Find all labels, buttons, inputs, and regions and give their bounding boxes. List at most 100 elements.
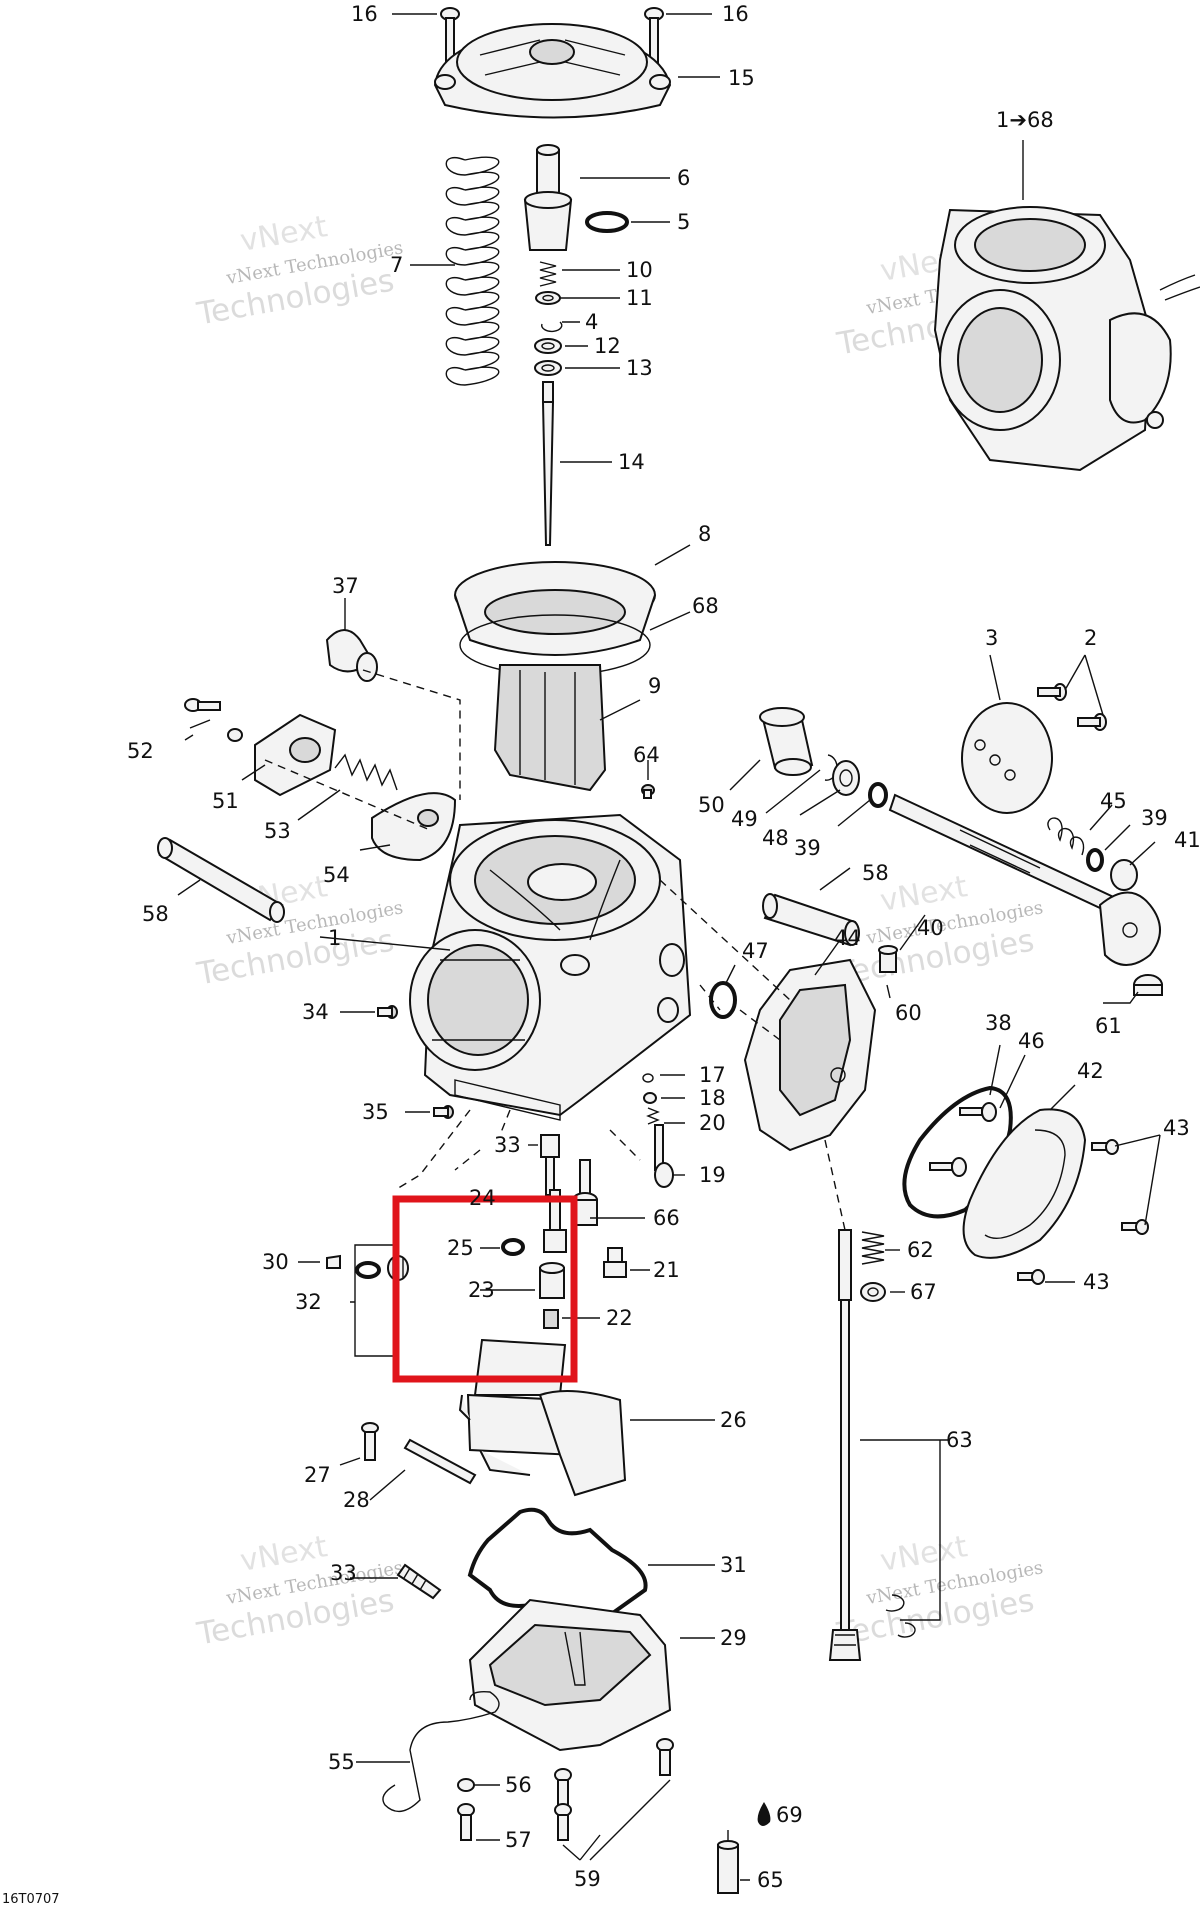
part-washer-13 (534, 360, 562, 376)
callout-labels: 16 16 15 6 5 7 10 11 4 12 13 14 1➔68 8 6… (127, 2, 1200, 1892)
callout-16-right: 16 (722, 2, 749, 26)
part-holder-23 (539, 1262, 565, 1299)
callout-15: 15 (728, 66, 755, 90)
watermark-bottom-left: vNext vNext Technologies Technologies (193, 1529, 404, 1652)
callout-29: 29 (720, 1626, 747, 1650)
part-pin-28 (403, 1438, 477, 1485)
callout-8: 8 (698, 522, 711, 546)
callout-43-top: 43 (1163, 1116, 1190, 1140)
callout-47: 47 (742, 939, 769, 963)
callout-27: 27 (304, 1463, 331, 1487)
part-washer-56 (457, 1778, 475, 1792)
part-emulsion-tube-24 (543, 1189, 567, 1253)
callout-32: 32 (295, 1290, 322, 1314)
callout-43-bottom: 43 (1083, 1270, 1110, 1294)
part-plate-3 (961, 702, 1053, 814)
part-screws-46 (929, 1102, 997, 1177)
part-cap-15 (433, 23, 672, 119)
callout-67: 67 (910, 1280, 937, 1304)
callout-49: 49 (731, 807, 758, 831)
part-spring-53 (334, 753, 398, 791)
part-pilot-screw-assembly (642, 1073, 674, 1188)
callout-59: 59 (574, 1867, 601, 1891)
part-jet-22 (543, 1309, 559, 1329)
part-body-1 (409, 813, 692, 1121)
callout-22: 22 (606, 1306, 633, 1330)
callout-57: 57 (505, 1828, 532, 1852)
part-washer-12 (534, 338, 562, 354)
callout-68: 68 (692, 594, 719, 618)
leader-lines (177, 13, 1161, 1881)
callout-58-right: 58 (862, 861, 889, 885)
part-drawings: 16T0707 (2, 7, 1200, 1907)
callout-62: 62 (907, 1238, 934, 1262)
callout-4: 4 (585, 310, 598, 334)
callout-13: 13 (626, 356, 653, 380)
part-washer-41 (1110, 859, 1138, 891)
callout-31: 31 (720, 1553, 747, 1577)
callout-30: 30 (262, 1250, 289, 1274)
callout-18: 18 (699, 1086, 726, 1110)
part-needle-14 (541, 381, 555, 546)
part-oring-32 (355, 1261, 381, 1279)
callout-65: 65 (757, 1868, 784, 1892)
callout-35: 35 (362, 1100, 389, 1124)
part-screw-57 (457, 1803, 475, 1841)
part-jet-33-top (540, 1134, 560, 1196)
callout-6: 6 (677, 166, 690, 190)
part-needle-63 (828, 1229, 862, 1661)
callout-45: 45 (1100, 789, 1127, 813)
callout-61: 61 (1095, 1014, 1122, 1038)
part-clip-4 (541, 321, 563, 333)
callout-52: 52 (127, 739, 154, 763)
part-sleeve-50 (759, 707, 814, 776)
callout-46: 46 (1018, 1029, 1045, 1053)
callout-28: 28 (343, 1488, 370, 1512)
part-screw-35 (433, 1105, 454, 1119)
part-fitting-60 (878, 945, 898, 973)
callout-39-right: 39 (1141, 806, 1168, 830)
part-jet-21 (603, 1247, 627, 1278)
callout-40: 40 (917, 916, 944, 940)
part-screw-59-left (554, 1768, 572, 1841)
callout-54: 54 (323, 863, 350, 887)
callout-41: 41 (1174, 828, 1200, 852)
part-oring-25 (501, 1238, 525, 1256)
callout-20: 20 (699, 1111, 726, 1135)
callout-14: 14 (618, 450, 645, 474)
part-plug-37 (325, 629, 378, 682)
part-cover-42 (962, 1108, 1087, 1259)
callout-42: 42 (1077, 1059, 1104, 1083)
part-screw-16-left (440, 7, 460, 77)
callout-3: 3 (985, 626, 998, 650)
callout-37: 37 (332, 574, 359, 598)
part-spring-62 (861, 1231, 885, 1265)
callout-17: 17 (699, 1063, 726, 1087)
part-float-bowl-29 (468, 1598, 672, 1752)
callout-38: 38 (985, 1011, 1012, 1035)
part-spring-45 (1047, 817, 1085, 856)
part-slide-9 (493, 664, 607, 792)
watermark-mid-left: vNext vNext Technologies Technologies (193, 869, 404, 992)
callout-24: 24 (469, 1186, 496, 1210)
callout-1-to-68: 1➔68 (996, 108, 1054, 132)
callout-9: 9 (648, 674, 661, 698)
watermark-top-left: vNext vNext Technologies Technologies (193, 209, 404, 332)
callout-51: 51 (212, 789, 239, 813)
part-spring-10 (539, 261, 557, 287)
part-spring-7 (445, 156, 500, 386)
part-washer-11 (535, 291, 561, 305)
callout-63: 63 (946, 1428, 973, 1452)
part-clip-63a (885, 1594, 905, 1612)
part-clip-55 (382, 1690, 500, 1813)
callout-23: 23 (468, 1278, 495, 1302)
part-screws-43 (1017, 1139, 1149, 1285)
part-gasket-38 (902, 1085, 1013, 1219)
part-housing-44 (743, 958, 877, 1152)
part-screw-33-bottom (396, 1563, 442, 1600)
callout-56: 56 (505, 1773, 532, 1797)
callout-64: 64 (633, 743, 660, 767)
callout-2: 2 (1084, 626, 1097, 650)
part-needle-holder-6 (523, 144, 573, 251)
